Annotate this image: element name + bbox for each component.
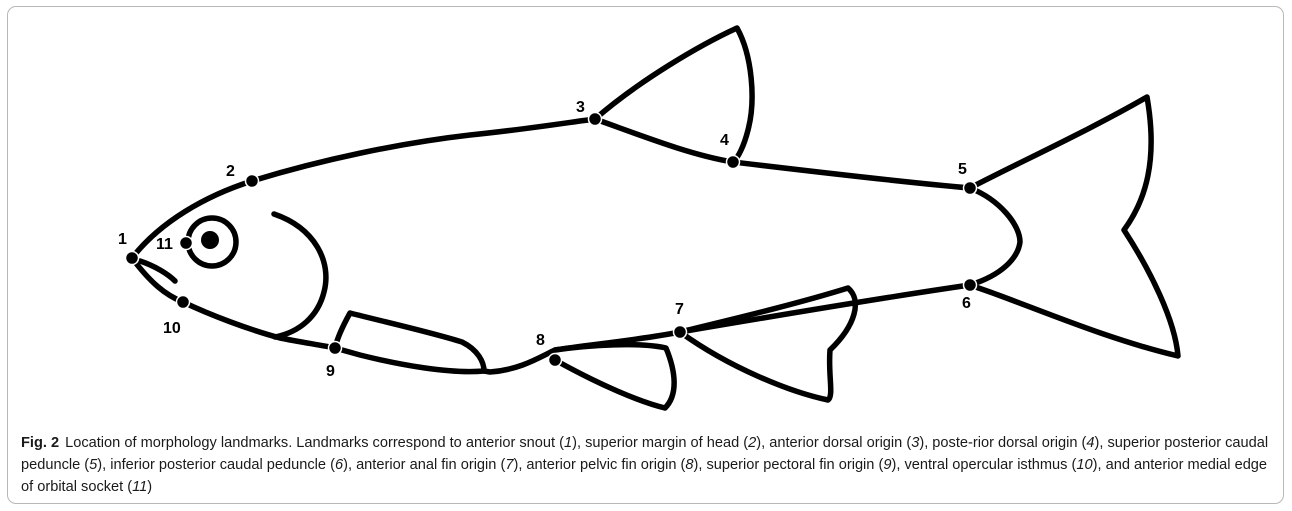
- landmark-7-label: 7: [675, 301, 684, 318]
- landmark-3-dot: [589, 113, 602, 126]
- landmark-8-dot: [549, 354, 562, 367]
- landmark-11-dot: [180, 237, 193, 250]
- landmark-5-label: 5: [958, 161, 967, 178]
- fish-landmark-diagram: 1 2 3 4 5 6 7 8 9 10 11: [0, 0, 1292, 430]
- landmark-6-dot: [964, 279, 977, 292]
- fish-caudal-fin: [970, 97, 1178, 356]
- landmark-5-dot: [964, 182, 977, 195]
- figure-label: Fig. 2: [21, 435, 59, 451]
- landmark-10-dot: [177, 296, 190, 309]
- landmark-6-label: 6: [962, 295, 971, 312]
- landmark-11-label: 11: [156, 236, 173, 253]
- fish-operculum: [274, 214, 326, 337]
- fish-pupil: [201, 231, 219, 249]
- caption-text: Location of morphology landmarks. Landma…: [21, 435, 1268, 495]
- fish-pectoral-fin: [335, 313, 484, 372]
- landmark-2-label: 2: [226, 163, 235, 180]
- landmark-2-dot: [246, 175, 259, 188]
- landmark-3-label: 3: [576, 99, 585, 116]
- fish-pelvic-fin: [555, 345, 674, 408]
- landmark-4-dot: [727, 156, 740, 169]
- landmark-1-label: 1: [118, 231, 127, 248]
- landmark-7-dot: [674, 326, 687, 339]
- landmark-9-dot: [329, 342, 342, 355]
- landmark-9-label: 9: [326, 363, 335, 380]
- landmark-10-label: 10: [163, 320, 181, 337]
- landmark-8-label: 8: [536, 332, 545, 349]
- landmark-4-label: 4: [720, 132, 729, 149]
- landmark-1-dot: [126, 252, 139, 265]
